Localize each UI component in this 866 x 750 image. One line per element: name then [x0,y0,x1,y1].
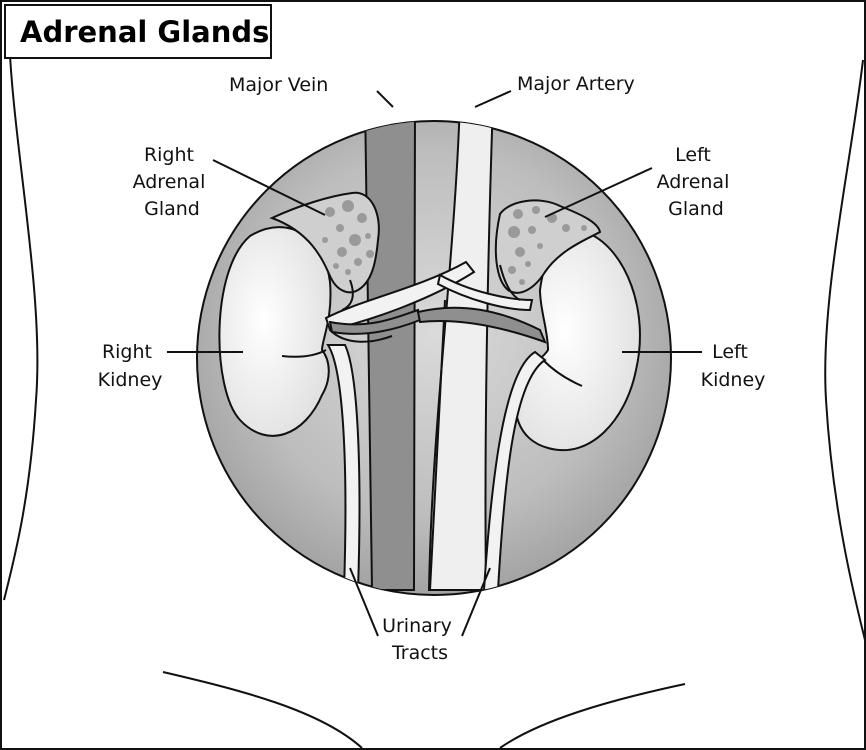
major-vein-shape [365,100,415,590]
right-kidney-shape [219,227,330,436]
label-major-artery: Major Artery [517,73,635,95]
label-right-adrenal-gland: Right Adrenal Gland [133,144,212,220]
diagram-title: Adrenal Glands [20,15,269,49]
label-major-vein: Major Vein [229,74,328,96]
